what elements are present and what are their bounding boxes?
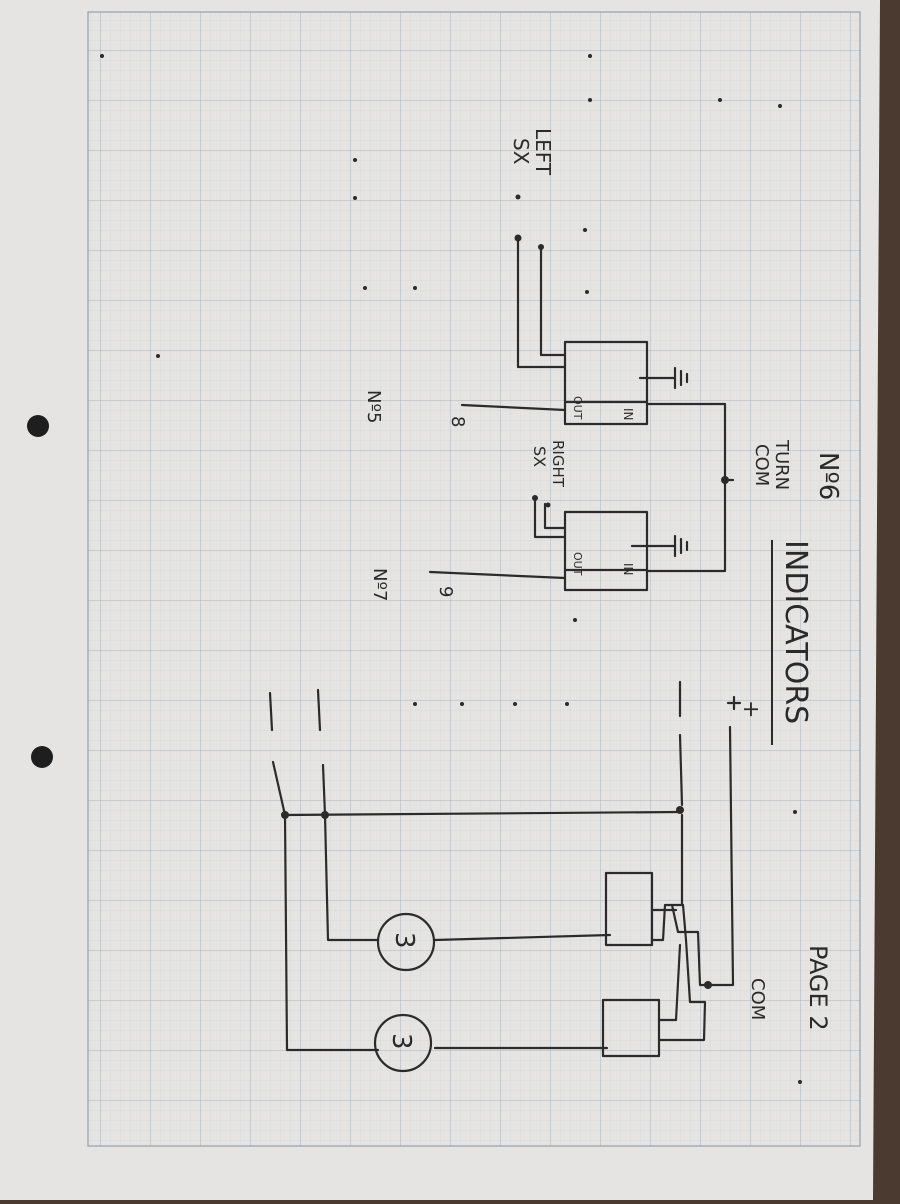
relay-5-out: OUT	[571, 396, 584, 420]
left-sx-line2: SX	[509, 138, 533, 165]
lamp-top	[376, 912, 436, 972]
relay-number-7: Nº7	[369, 568, 390, 601]
grid-border	[87, 11, 861, 1147]
page-number: PAGE 2	[804, 945, 832, 1031]
punch-hole-top	[27, 415, 49, 437]
pencil-dots	[100, 54, 802, 1084]
punch-hole-bottom	[31, 746, 53, 768]
junction-dots	[281, 194, 729, 989]
wire-number-9: 9	[435, 586, 456, 597]
flasher-box-bottom	[601, 998, 661, 1058]
com-label: COM	[747, 978, 768, 1020]
relay-7-box	[563, 510, 649, 592]
relay-5-box	[563, 340, 649, 426]
relay-7-out: OUT	[571, 552, 584, 576]
lamp-bottom	[373, 1013, 433, 1073]
right-sx-line2: SX	[530, 446, 549, 467]
right-sx-line1: RIGHT	[549, 440, 567, 488]
turn-com-line2: COM	[751, 444, 772, 486]
relay-7-in: IN	[621, 563, 635, 576]
wiring	[268, 236, 742, 1058]
grid	[88, 12, 860, 1146]
sheet-number: Nº6	[813, 452, 843, 500]
left-sx-line1: LEFT	[531, 128, 555, 176]
relay-5-in: IN	[621, 408, 635, 421]
turn-com-line1: TURN	[771, 439, 792, 490]
relay-number-5: Nº5	[363, 390, 384, 423]
wire-number-8: 8	[447, 416, 468, 427]
diagram-title: INDICATORS	[778, 540, 813, 724]
labels: PAGE 2 INDICATORS Nº6 TURN COM LEFT SX R…	[363, 128, 843, 1050]
lamp-top-label: 3	[389, 932, 419, 949]
plus-label: +	[738, 700, 763, 718]
lamp-bottom-label: 3	[386, 1033, 416, 1050]
